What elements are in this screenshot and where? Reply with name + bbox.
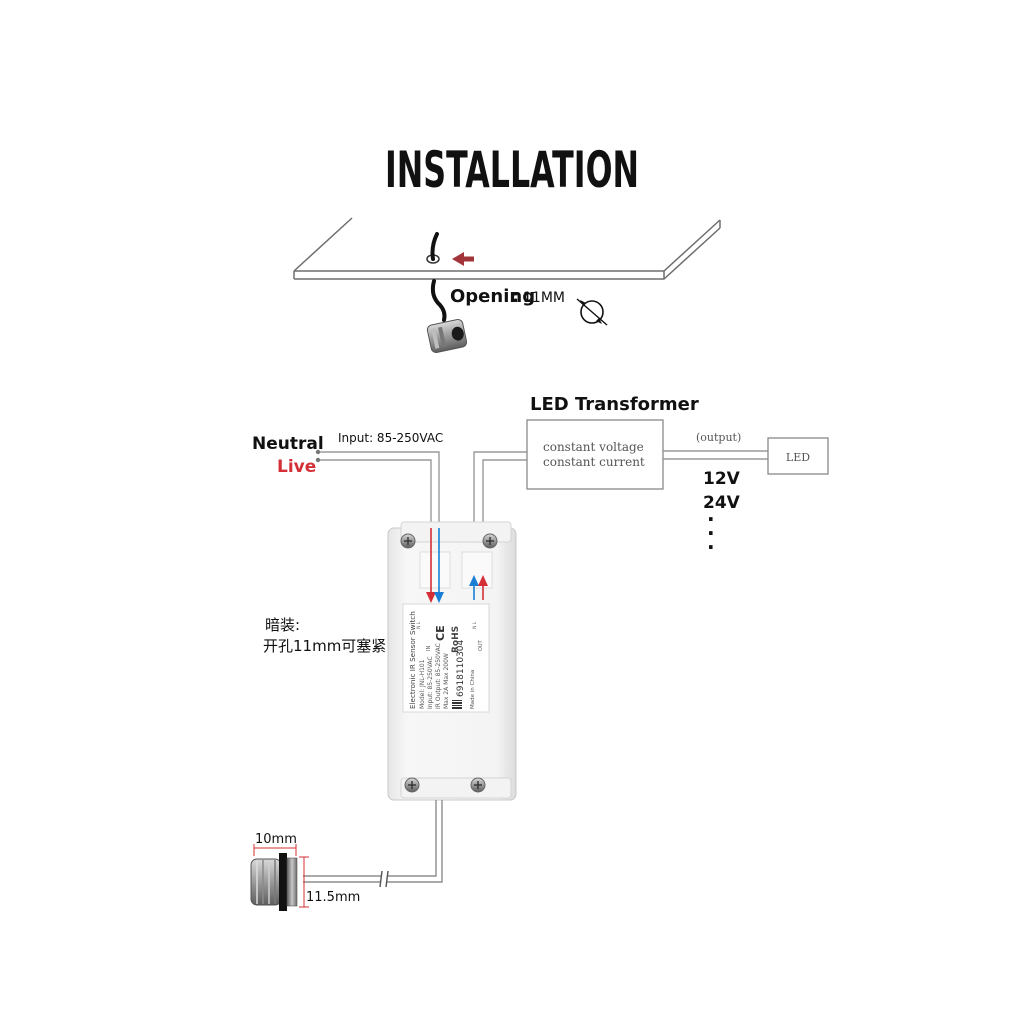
screw-bottom-left	[404, 777, 420, 793]
label-product-name: Electronic IR Sensor Switch	[408, 611, 417, 709]
dim-height	[299, 856, 309, 908]
sensor-cable-bottom	[430, 279, 447, 322]
transformer-line-2: constant current	[543, 455, 645, 469]
ir-sensor-side-view	[250, 853, 298, 911]
label-ce-mark: CE	[434, 625, 447, 641]
input-wires	[320, 451, 440, 528]
page-title: INSTALLATION	[385, 141, 639, 199]
input-label: Input: 85-250VAC	[338, 431, 443, 445]
live-output-arrow	[478, 575, 488, 600]
chinese-note-line-2: 开孔11mm可塞紧	[263, 637, 386, 655]
live-input-arrow	[426, 528, 436, 603]
opening-separator: :	[512, 286, 519, 307]
diameter-icon	[576, 298, 608, 326]
neutral-terminal-dot	[315, 449, 321, 455]
label-output: IR Output: 85-250VAC	[435, 643, 442, 709]
transformer-title: LED Transformer	[530, 394, 699, 415]
transformer-box	[526, 419, 664, 490]
screw-top-left	[400, 533, 416, 549]
label-input: Input: 85-250VAC	[427, 656, 434, 709]
neutral-input-arrow	[434, 528, 444, 603]
opening-value: 11MM	[523, 290, 565, 306]
label-out-markings: N L	[472, 621, 478, 629]
ellipsis-dot-2: ·	[707, 521, 715, 545]
output-label: (output)	[696, 431, 741, 444]
ellipsis-dot-1: ·	[707, 507, 715, 531]
dim-height-label: 11.5mm	[306, 890, 360, 905]
label-out-terminal: OUT	[478, 639, 484, 651]
screw-top-right	[482, 533, 498, 549]
neutral-label: Neutral	[252, 434, 324, 454]
barcode-icon	[452, 700, 462, 709]
product-label: Electronic IR Sensor Switch Model: JNL-H…	[402, 603, 490, 713]
opening-label: Opening	[450, 286, 535, 307]
live-label: Live	[277, 457, 316, 477]
led-box	[767, 437, 829, 475]
transformer-wires	[473, 451, 527, 528]
ellipsis-dot-3: ·	[707, 535, 715, 559]
led-label: LED	[786, 451, 810, 464]
screw-bottom-right	[470, 777, 486, 793]
label-in-markings: N L	[416, 621, 422, 629]
live-terminal-dot	[315, 457, 321, 463]
chinese-note-line-1: 暗装:	[265, 616, 300, 634]
label-origin: Made in China	[470, 670, 476, 709]
cable-break-marker	[379, 870, 389, 888]
mounting-panel	[293, 217, 721, 280]
label-in-terminal: IN	[426, 646, 432, 651]
dim-width-label: 10mm	[255, 832, 297, 847]
output-voltage-24v: 24V	[703, 493, 741, 513]
dim-width	[253, 844, 297, 856]
led-output-wires	[663, 450, 768, 460]
output-voltage-12v: 12V	[703, 469, 741, 489]
ir-sensor-head	[426, 318, 468, 354]
label-model: Model: JNL-H101	[419, 659, 426, 709]
neutral-output-arrow	[469, 575, 479, 600]
label-rohs-mark: RoHS	[451, 626, 461, 653]
sensor-cable	[303, 800, 443, 883]
sensor-cable-top	[430, 232, 439, 261]
arrow-left-icon	[452, 252, 474, 266]
label-max: Max 2A Max 200W	[443, 653, 450, 709]
transformer-line-1: constant voltage	[543, 440, 644, 454]
label-barcode-number: 6918110304	[456, 639, 466, 697]
